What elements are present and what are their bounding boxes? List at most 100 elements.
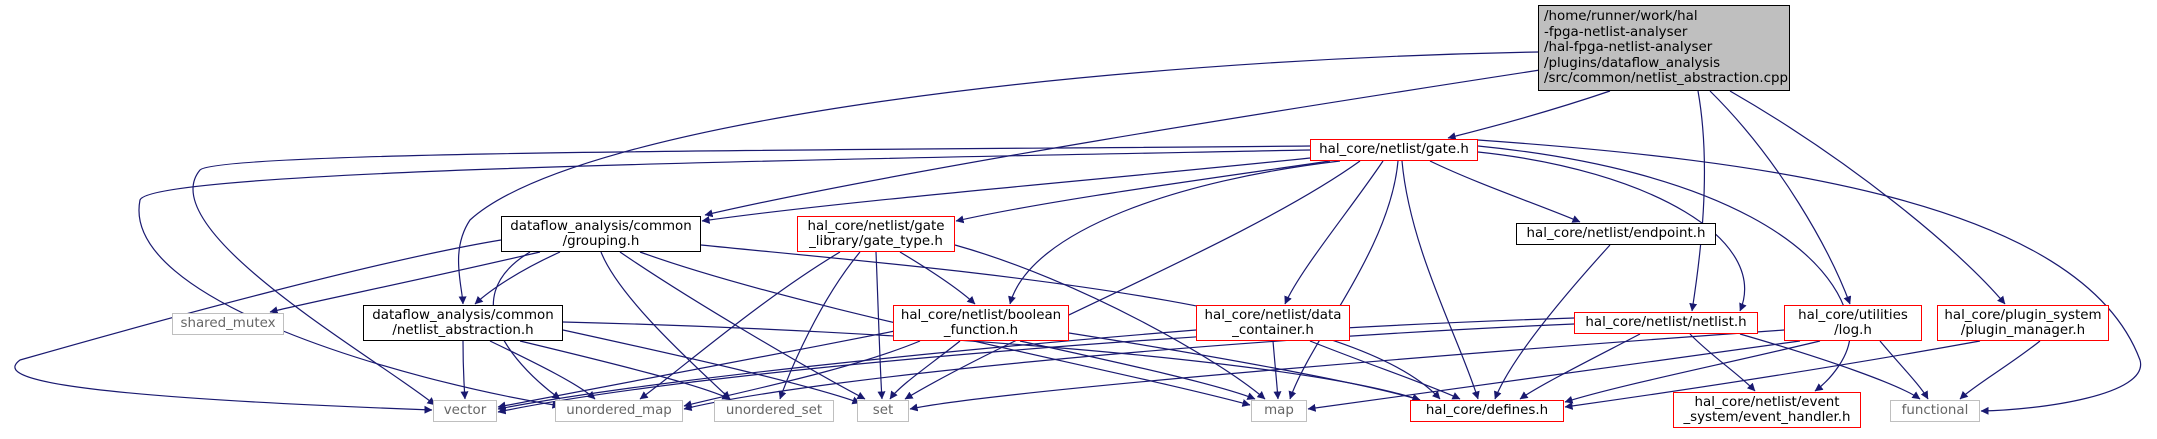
edge-boolean-function-vector [497,329,901,410]
node-line: /home/runner/work/hal [1544,9,1698,25]
edge-gate-type-set [875,251,886,400]
edge-boolean-function-unordered-map [683,340,921,409]
edge-netlist-abstraction-unordered-map [489,340,596,400]
file-node-boolean-function[interactable]: hal_core/netlist/boolean _function.h [893,305,1069,341]
node-line: hal_core/netlist/event [1694,394,1840,410]
node-line: hal_core/netlist/endpoint.h [1526,226,1706,242]
file-node-unordered-map: unordered_map [555,400,683,422]
file-node-vector: vector [433,400,497,422]
edge-gate-type-boolean-function [899,251,976,305]
file-node-gate-type[interactable]: hal_core/netlist/gate _library/gate_type… [797,216,955,252]
node-line: hal_core/netlist/data [1204,307,1342,323]
edge-netlist-defines [1519,333,1641,400]
node-line: _container.h [1232,323,1314,338]
edge-gate-defines [1401,160,1480,400]
edge-log-set [909,329,1785,412]
node-line: hal_core/netlist/gate [807,218,945,234]
node-line: unordered_set [725,403,823,419]
edge-gate-unordered-map [138,149,1311,409]
edge-grouping-unordered-set [600,251,731,400]
node-line: -fpga-netlist-analyser [1544,24,1688,40]
edge-root-netlist-abstraction [458,51,1539,305]
edge-root-grouping [704,69,1541,218]
node-line: hal_core/netlist/netlist.h [1585,315,1747,331]
node-line: vector [443,403,487,419]
edge-gate-vector [192,145,1311,406]
edge-gate-gate-type [955,160,1331,224]
edge-netlist-abstraction-unordered-set [519,340,731,400]
edge-gate-netlist [1477,151,1747,312]
node-line: /log.h [1834,323,1872,338]
node-line: hal_core/netlist/gate.h [1319,142,1469,158]
file-node-gate[interactable]: hal_core/netlist/gate.h [1310,139,1478,161]
edge-gate-data-container [1284,160,1384,305]
edge-gate-map [1288,160,1399,400]
node-line: set [872,403,894,419]
edge-grouping-shared-mutex [269,251,541,315]
edge-plugin-manager-defines [1564,340,1981,410]
edge-boolean-function-map [1019,340,1256,400]
file-node-root: /home/runner/work/hal -fpga-netlist-anal… [1538,5,1790,91]
edge-netlist-abstraction-set [562,329,861,405]
edge-gate-set [904,160,1361,400]
edge-boolean-function-defines [1068,332,1421,402]
node-line: _library/gate_type.h [809,234,943,249]
file-node-netlist[interactable]: hal_core/netlist/netlist.h [1574,312,1758,334]
node-line: hal_core/plugin_system [1944,307,2102,323]
edge-netlist-event-handler [1689,333,1756,392]
file-node-data-container[interactable]: hal_core/netlist/data _container.h [1196,305,1350,341]
node-line: dataflow_analysis/common [510,218,692,234]
edge-gate-functional [1477,139,2142,415]
node-line: functional [1901,403,1969,419]
node-line: /hal-fpga-netlist-analyser [1544,40,1713,56]
file-node-grouping[interactable]: dataflow_analysis/common /grouping.h [501,216,701,252]
file-node-log[interactable]: hal_core/utilities /log.h [1784,305,1922,341]
file-node-functional: functional [1890,400,1980,422]
node-line: hal_core/netlist/boolean [900,307,1062,323]
edge-data-container-map [1272,340,1282,400]
edge-grouping-vector [14,239,502,414]
node-line: shared_mutex [180,316,276,332]
edge-root-netlist [1689,90,1706,312]
edge-root-log [1709,90,1852,305]
node-line: dataflow_analysis/common [372,307,554,323]
node-line: hal_core/defines.h [1425,403,1549,419]
edge-grouping-netlist-abstraction [474,251,561,305]
node-line: /netlist_abstraction.h [392,323,534,338]
file-node-defines[interactable]: hal_core/defines.h [1410,400,1564,422]
file-node-event-handler[interactable]: hal_core/netlist/event _system/event_han… [1673,392,1861,428]
file-node-unordered-set: unordered_set [714,400,834,422]
node-line: map [1264,403,1294,419]
node-line: _function.h [943,323,1019,338]
node-line: _system/event_handler.h [1683,410,1851,425]
edge-netlist-unordered-map [683,323,1575,412]
edge-log-defines [1564,340,1821,404]
edge-root-gate [1447,90,1611,141]
edge-gate-event-handler [1477,145,1851,392]
edge-grouping-set [619,251,866,400]
edge-data-container-vector [497,329,1197,412]
file-node-shared-mutex: shared_mutex [172,313,284,335]
edge-netlist-functional [1739,333,1921,400]
file-node-set: set [857,400,909,422]
edge-data-container-defines [1309,340,1461,400]
node-line: /plugin_manager.h [1960,323,2086,338]
node-line: /grouping.h [562,234,640,249]
node-line: hal_core/utilities [1798,307,1908,323]
node-line: /src/common/netlist_abstraction.cpp [1544,71,1789,87]
edge-netlist-vector [497,317,1575,415]
file-node-endpoint[interactable]: hal_core/netlist/endpoint.h [1516,223,1716,245]
file-node-netlist-abstraction[interactable]: dataflow_analysis/common /netlist_abstra… [363,305,563,341]
edge-gate-boolean-function [1008,160,1341,305]
node-line: unordered_map [566,403,672,419]
edge-gate-grouping [701,157,1311,224]
node-line: /plugins/dataflow_analysis [1544,55,1721,71]
edge-endpoint-defines [1493,244,1611,400]
edge-root-plugin-manager [1729,90,2006,305]
file-node-map: map [1251,400,1307,422]
edge-log-map [1307,340,1801,412]
edge-plugin-manager-functional [1959,340,2041,400]
file-node-plugin-manager[interactable]: hal_core/plugin_system /plugin_manager.h [1937,305,2109,341]
edge-gate-type-map [954,244,1266,400]
